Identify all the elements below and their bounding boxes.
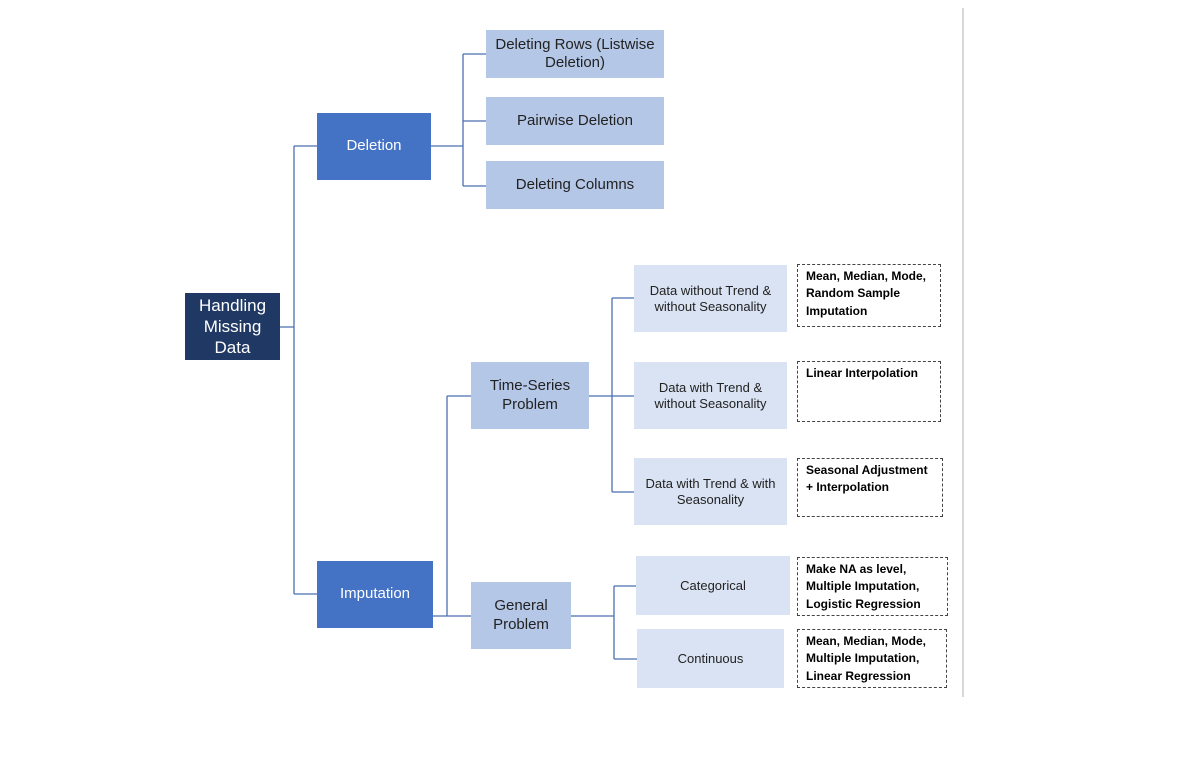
time-series-node: Time-Series Problem (471, 362, 589, 429)
general-case-label: Continuous (677, 650, 744, 666)
time-series-case-node: Data without Trend & without Seasonality (634, 265, 787, 332)
method-note: Make NA as level, Multiple Imputation, L… (797, 557, 948, 616)
time-series-case-node: Data with Trend & with Seasonality (634, 458, 787, 525)
method-note-text: Linear Interpolation (806, 366, 919, 380)
deletion-child-label: Deleting Columns (515, 175, 635, 193)
root-label: Handling Missing Data (198, 295, 267, 358)
deletion-child-node: Pairwise Deletion (486, 97, 664, 145)
method-note: Mean, Median, Mode, Random Sample Imputa… (797, 264, 941, 327)
root-node: Handling Missing Data (185, 293, 280, 360)
deletion-node: Deletion (317, 113, 431, 180)
time-series-label: Time-Series Problem (489, 377, 571, 413)
deletion-label: Deletion (346, 137, 402, 155)
time-series-case-label: Data without Trend & without Seasonality (649, 282, 772, 314)
method-note: Mean, Median, Mode, Multiple Imputation,… (797, 629, 947, 688)
imputation-label: Imputation (339, 585, 411, 603)
connector-general (571, 585, 637, 660)
deletion-child-node: Deleting Rows (Listwise Deletion) (486, 30, 664, 78)
general-problem-node: General Problem (471, 582, 571, 649)
time-series-case-label: Data with Trend & with Seasonality (645, 475, 776, 507)
connector-time-series (589, 297, 634, 493)
method-note-text: Make NA as level, Multiple Imputation, L… (806, 562, 921, 611)
connector-imputation (433, 395, 471, 617)
method-note-text: Mean, Median, Mode, Multiple Imputation,… (806, 634, 927, 683)
method-note-text: Mean, Median, Mode, Random Sample Imputa… (806, 269, 927, 318)
method-note: Linear Interpolation (797, 361, 941, 422)
time-series-case-label: Data with Trend & without Seasonality (654, 379, 767, 411)
imputation-node: Imputation (317, 561, 433, 628)
deletion-child-label: Pairwise Deletion (517, 111, 633, 129)
method-note-text: Seasonal Adjustment + Interpolation (806, 463, 928, 495)
time-series-case-node: Data with Trend & without Seasonality (634, 362, 787, 429)
method-note: Seasonal Adjustment + Interpolation (797, 458, 943, 517)
general-case-node: Categorical (636, 556, 790, 615)
connector-deletion (431, 53, 486, 187)
deletion-child-label: Deleting Rows (Listwise Deletion) (495, 35, 655, 71)
general-problem-label: General Problem (493, 597, 549, 633)
deletion-child-node: Deleting Columns (486, 161, 664, 209)
general-case-node: Continuous (637, 629, 784, 688)
general-case-label: Categorical (680, 577, 746, 593)
connector-root (280, 145, 317, 595)
